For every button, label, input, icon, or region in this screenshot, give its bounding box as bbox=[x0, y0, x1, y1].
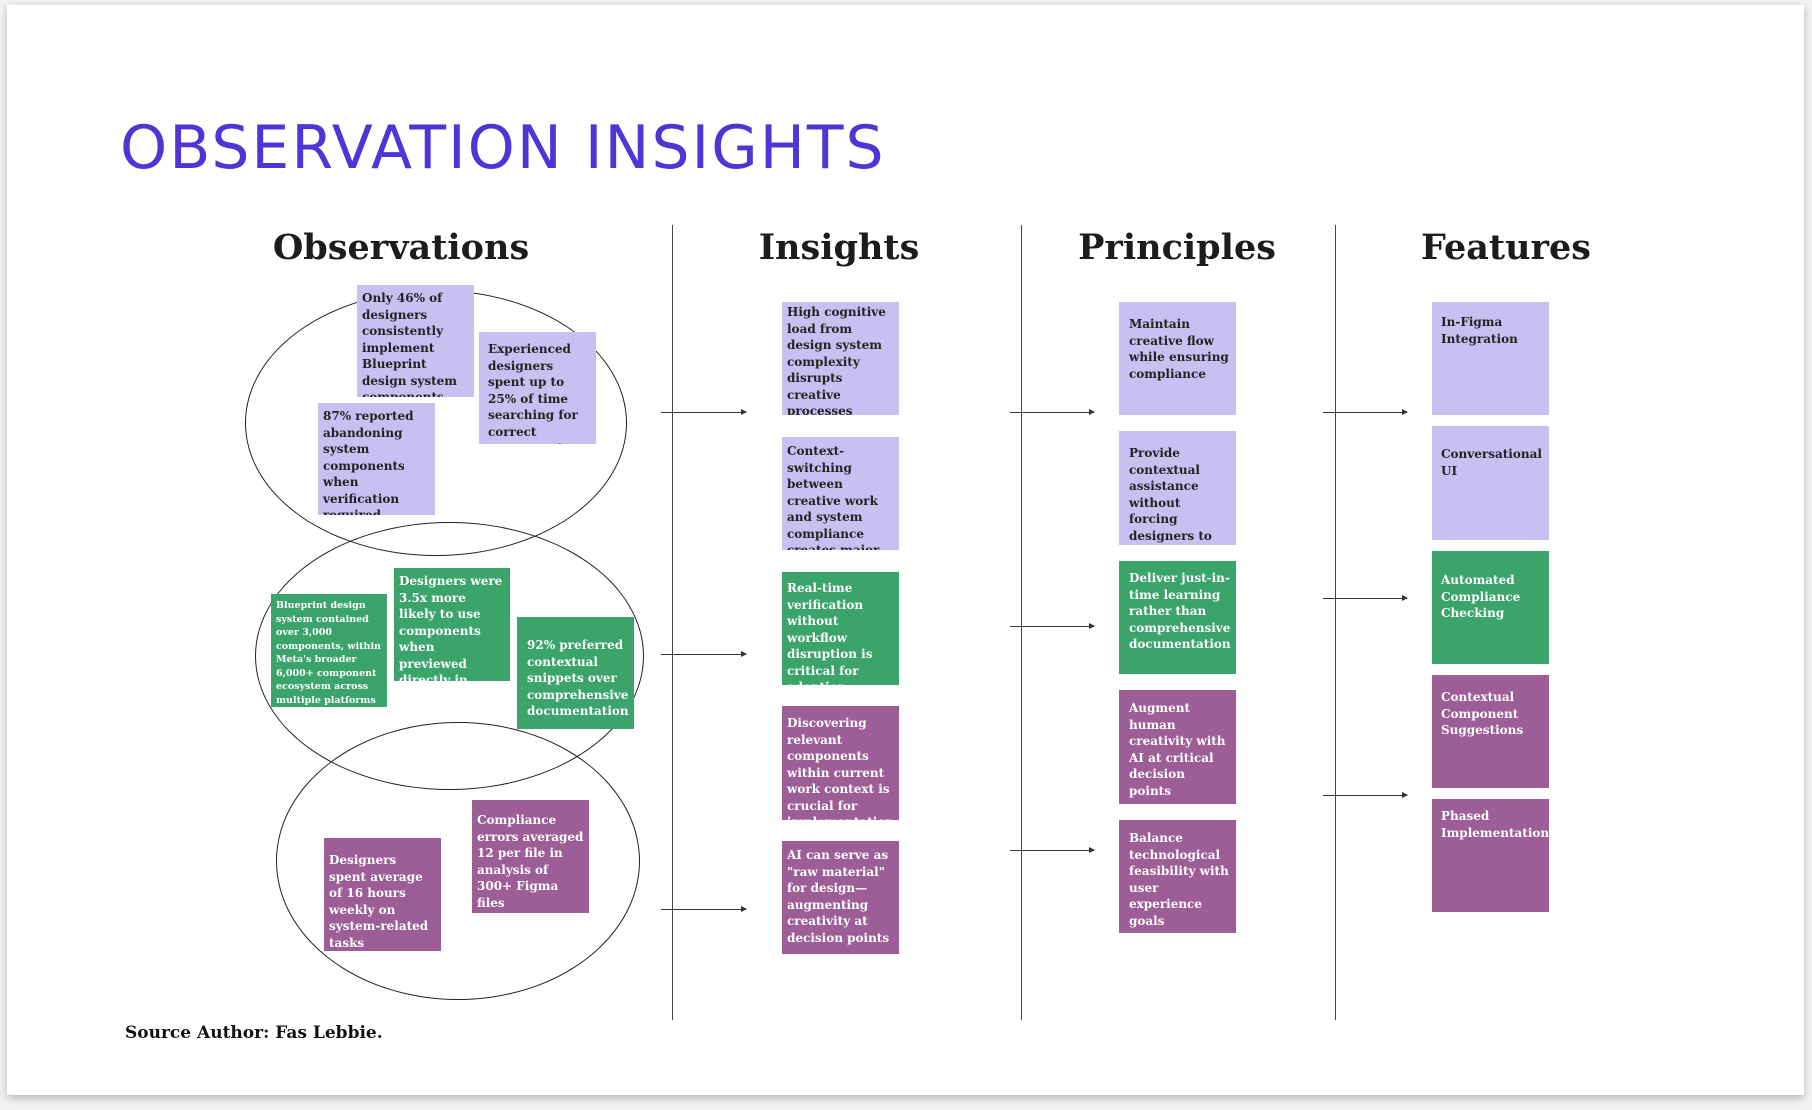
column-divider bbox=[672, 225, 673, 1020]
insight-note: Real-time verification without workflow … bbox=[782, 572, 899, 685]
principle-note: Provide contextual assistance without fo… bbox=[1119, 431, 1236, 545]
insight-note: Context-switching between creative work … bbox=[782, 437, 899, 550]
principle-note: Augment human creativity with AI at crit… bbox=[1119, 690, 1236, 804]
column-heading-principles: Principles bbox=[1078, 227, 1276, 268]
column-heading-insights: Insights bbox=[758, 227, 920, 268]
column-heading-observations: Observations bbox=[272, 227, 530, 268]
connector-arrow bbox=[661, 906, 747, 912]
cluster-ellipse-purple bbox=[276, 722, 640, 1000]
principle-note: Balance technological feasibility with u… bbox=[1119, 820, 1236, 933]
column-divider bbox=[1335, 225, 1336, 1020]
observation-note: Blueprint design system contained over 3… bbox=[271, 594, 387, 707]
observation-note: Designers spent average of 16 hours week… bbox=[324, 838, 441, 951]
principle-note: Deliver just-in-time learning rather tha… bbox=[1119, 561, 1236, 674]
observation-note: Only 46% of designers consistently imple… bbox=[357, 285, 474, 397]
insight-note: AI can serve as "raw material" for desig… bbox=[782, 841, 899, 954]
feature-note: Contextual Component Suggestions bbox=[1432, 675, 1549, 788]
source-credit: Source Author: Fas Lebbie. bbox=[125, 1023, 383, 1043]
connector-arrow bbox=[1323, 792, 1408, 798]
principle-note: Maintain creative flow while ensuring co… bbox=[1119, 302, 1236, 415]
connector-arrow bbox=[1323, 409, 1408, 415]
insight-note: High cognitive load from design system c… bbox=[782, 302, 899, 415]
page-title: OBSERVATION INSIGHTS bbox=[120, 113, 886, 183]
connector-arrow bbox=[1323, 595, 1408, 601]
observation-note: 92% preferred contextual snippets over c… bbox=[517, 617, 634, 729]
connector-arrow bbox=[1010, 847, 1095, 853]
feature-note: Conversational UI bbox=[1432, 426, 1549, 540]
observation-note: 87% reported abandoning system component… bbox=[318, 403, 435, 515]
connector-arrow bbox=[661, 651, 747, 657]
column-divider bbox=[1021, 225, 1022, 1020]
insight-note: Discovering relevant components within c… bbox=[782, 706, 899, 820]
observation-note: Compliance errors averaged 12 per file i… bbox=[472, 800, 589, 913]
connector-arrow bbox=[661, 409, 747, 415]
column-heading-features: Features bbox=[1421, 227, 1591, 268]
feature-note: Automated Compliance Checking bbox=[1432, 551, 1549, 664]
observation-note: Designers were 3.5x more likely to use c… bbox=[394, 568, 510, 681]
connector-arrow bbox=[1010, 409, 1095, 415]
feature-note: In-Figma Integration bbox=[1432, 302, 1549, 415]
feature-note: Phased Implementation bbox=[1432, 799, 1549, 912]
connector-arrow bbox=[1010, 623, 1095, 629]
observation-note: Experienced designers spent up to 25% of… bbox=[479, 332, 596, 444]
